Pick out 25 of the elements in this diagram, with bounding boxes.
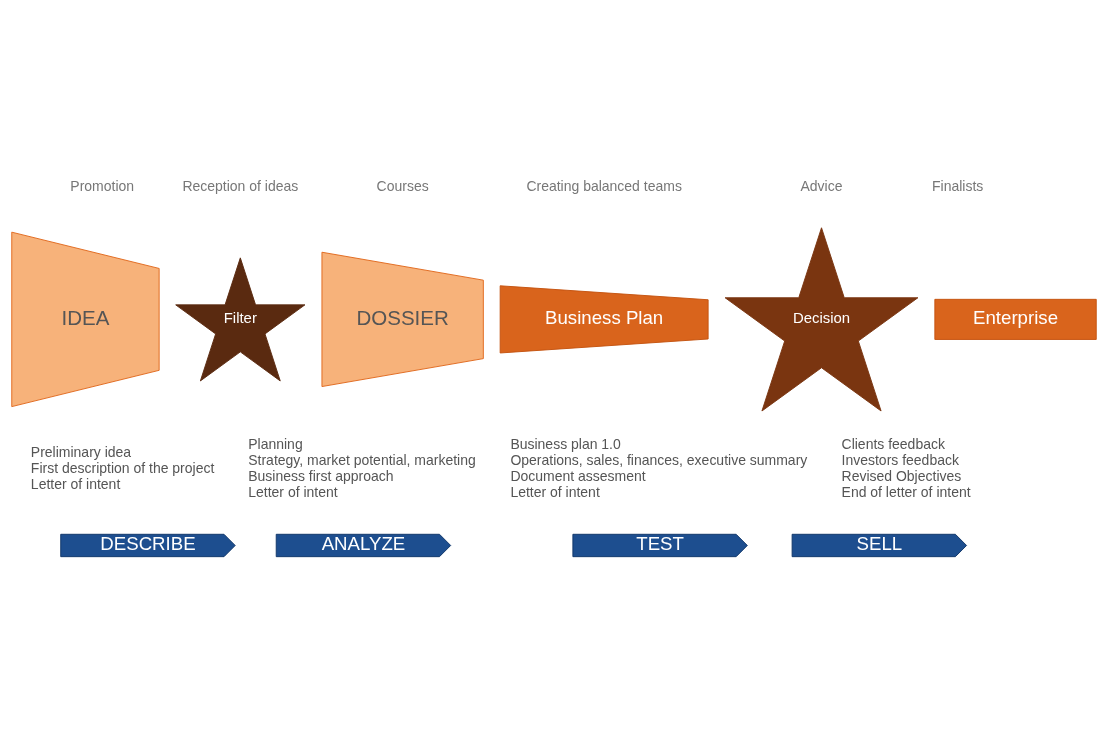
- label: Courses: [376, 177, 429, 194]
- node-box: DOSSIER: [321, 251, 484, 388]
- node-label: Planning: [248, 436, 303, 453]
- label: Advice: [800, 177, 843, 194]
- node-label: Business plan 1.0: [510, 436, 621, 453]
- node-label: Clients feedback: [841, 436, 945, 453]
- node-label: First description of the project: [30, 460, 215, 477]
- label: Creating balanced teams: [526, 177, 682, 194]
- node-label: Revised Objectives: [841, 468, 962, 485]
- node-box: Business Plan: [499, 285, 709, 354]
- label: Finalists: [932, 177, 984, 194]
- node-label: Document assesment: [510, 468, 646, 485]
- node-label: Strategy, market potential, marketing: [248, 452, 476, 469]
- node-label: Letter of intent: [510, 483, 600, 500]
- node-label: Letter of intent: [248, 483, 338, 500]
- node-box: IDEA: [11, 231, 160, 408]
- label: Reception of ideas: [182, 177, 299, 194]
- node-box: Enterprise: [934, 298, 1097, 340]
- node-label: Letter of intent: [30, 476, 121, 493]
- node-label: Preliminary idea: [30, 444, 132, 461]
- node-label: Investors feedback: [841, 452, 959, 469]
- label: Promotion: [70, 177, 135, 194]
- node-label: End of letter of intent: [841, 483, 971, 500]
- node-label: Business first approach: [248, 468, 394, 485]
- node-label: Operations, sales, finances, executive summary: [510, 452, 808, 469]
